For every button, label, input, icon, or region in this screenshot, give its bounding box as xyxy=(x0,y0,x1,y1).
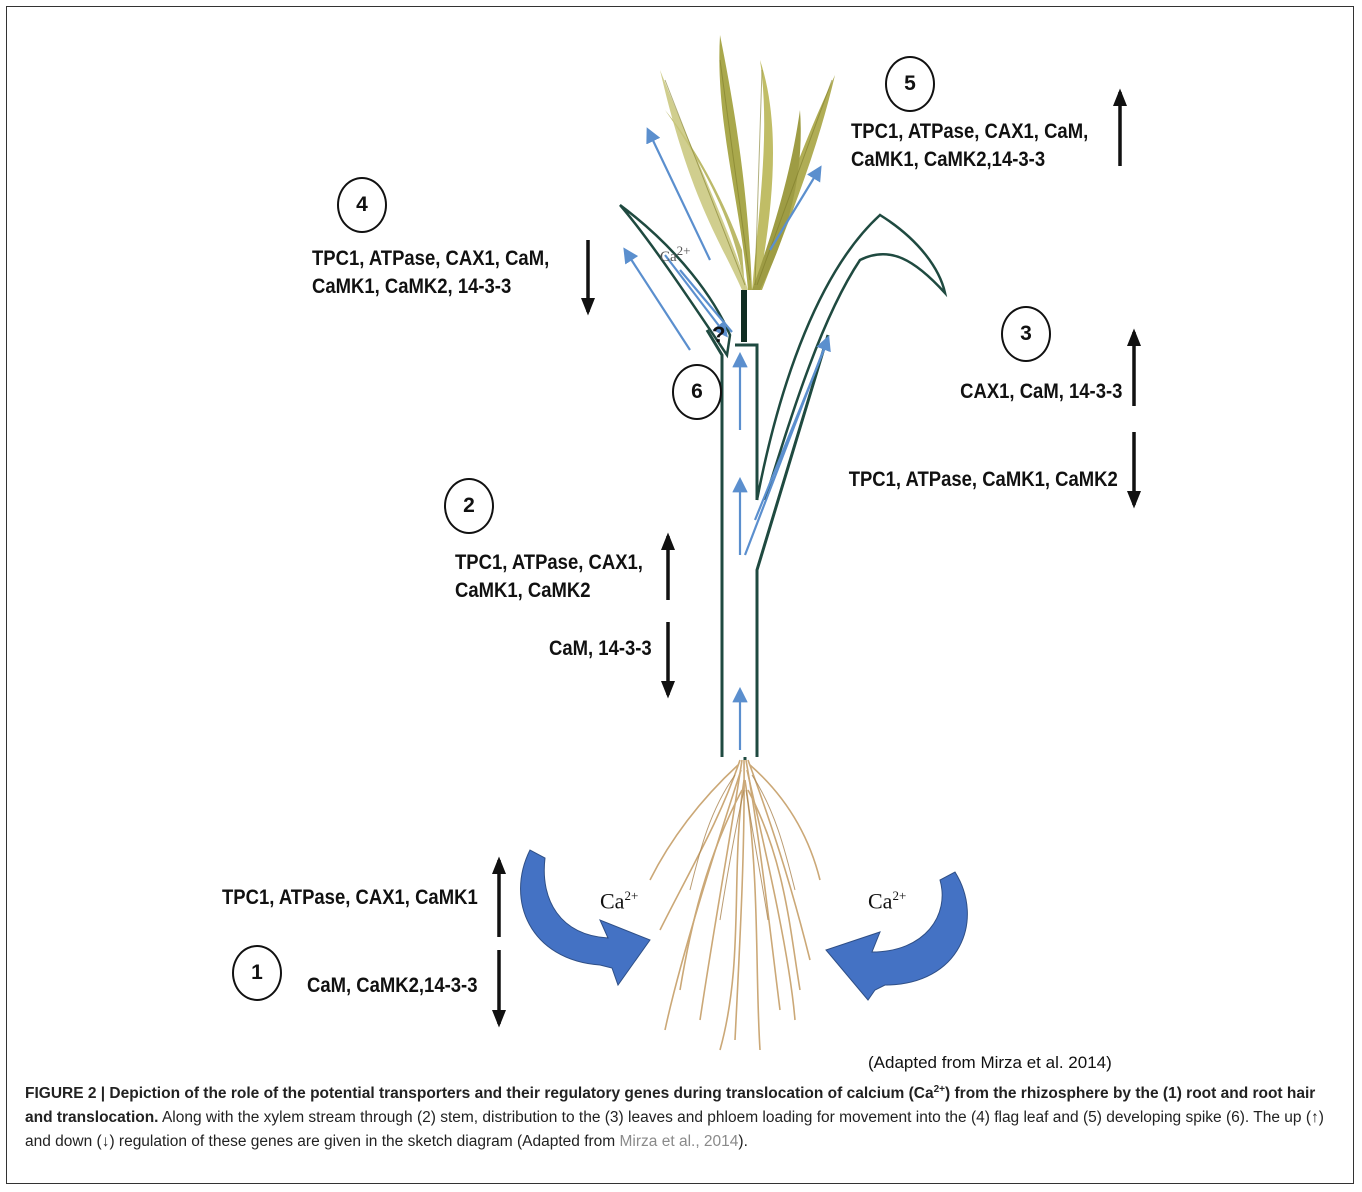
region-3-up-genes: CAX1, CaM, 14-3-3 xyxy=(960,378,1122,405)
left-curved-arrow xyxy=(521,850,650,985)
region-3-down-genes: TPC1, ATPase, CaMK1, CaMK2 xyxy=(849,466,1118,493)
caption-citation[interactable]: Mirza et al., 2014 xyxy=(620,1133,739,1150)
calcium-label-left: Ca2+ xyxy=(600,888,638,914)
region-5-up-genes-line1: TPC1, ATPase, CAX1, CaM, xyxy=(851,118,1088,145)
stem-outline xyxy=(707,330,828,760)
adapted-credit: (Adapted from Mirza et al. 2014) xyxy=(868,1053,1112,1073)
figure-caption: FIGURE 2 | Depiction of the role of the … xyxy=(25,1082,1343,1154)
caption-end: ). xyxy=(738,1133,747,1150)
region-5-up-genes-line2: CaMK1, CaMK2,14-3-3 xyxy=(851,146,1045,173)
region-4-down-genes-line1: TPC1, ATPase, CAX1, CaM, xyxy=(312,245,549,272)
plant-diagram xyxy=(0,0,1362,1080)
calcium-label-right: Ca2+ xyxy=(868,888,906,914)
region-4-marker: 4 xyxy=(337,177,387,233)
region-2-marker: 2 xyxy=(444,478,494,534)
region-3-marker: 3 xyxy=(1001,306,1051,362)
region-5-marker: 5 xyxy=(885,56,935,112)
region-2-up-genes-line2: CaMK1, CaMK2 xyxy=(455,577,591,604)
region-1-down-genes: CaM, CaMK2,14-3-3 xyxy=(307,972,477,999)
region-1-up-genes: TPC1, ATPase, CAX1, CaMK1 xyxy=(222,884,478,911)
calcium-label-flag-leaf: Ca2+ xyxy=(660,243,691,266)
region-2-up-genes-line1: TPC1, ATPase, CAX1, xyxy=(455,549,643,576)
unknown-pathway-mark: ? xyxy=(712,322,725,348)
roots-illustration xyxy=(650,760,820,1050)
right-leaf xyxy=(757,215,945,500)
region-4-down-genes-line2: CaMK1, CaMK2, 14-3-3 xyxy=(312,273,511,300)
region-6-marker: 6 xyxy=(672,364,722,420)
region-2-down-genes: CaM, 14-3-3 xyxy=(549,635,652,662)
region-1-marker: 1 xyxy=(232,945,282,1001)
